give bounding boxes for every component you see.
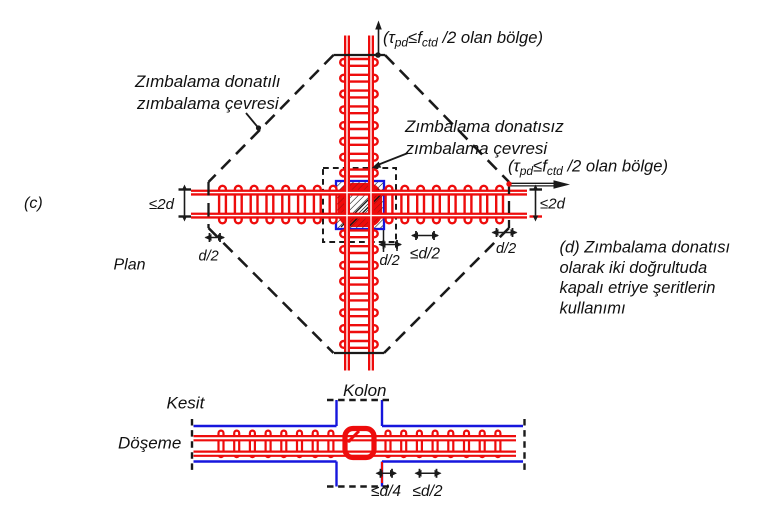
svg-text:≤2d: ≤2d [540,196,566,213]
svg-text:d/2: d/2 [199,249,219,265]
svg-text:d/2: d/2 [380,253,400,269]
svg-text:Zımbalama donatısız: Zımbalama donatısız [404,117,564,136]
svg-text:(c): (c) [24,195,43,212]
svg-text:Kesit: Kesit [167,394,206,413]
svg-text:(d) Zımbalama donatısı: (d) Zımbalama donatısı [560,239,731,257]
svg-text:zımbalama çevresi: zımbalama çevresi [405,139,549,158]
svg-text:kapalı etriye şeritlerin: kapalı etriye şeritlerin [560,279,716,297]
svg-text:olarak iki doğrultuda: olarak iki doğrultuda [560,259,708,277]
svg-text:≤d/2: ≤d/2 [413,483,443,500]
svg-text:≤d/2: ≤d/2 [410,246,440,263]
svg-text:Plan: Plan [114,257,146,274]
svg-text:≤d/4: ≤d/4 [371,483,401,500]
svg-text:≤2d: ≤2d [149,196,175,213]
svg-text:kullanımı: kullanımı [560,299,626,317]
svg-text:d/2: d/2 [496,241,516,257]
svg-text:Kolon: Kolon [343,381,386,400]
svg-text:Döşeme: Döşeme [118,434,181,453]
svg-text:zımbalama çevresi: zımbalama çevresi [136,94,280,113]
svg-text:Zımbalama donatılı: Zımbalama donatılı [134,72,281,91]
